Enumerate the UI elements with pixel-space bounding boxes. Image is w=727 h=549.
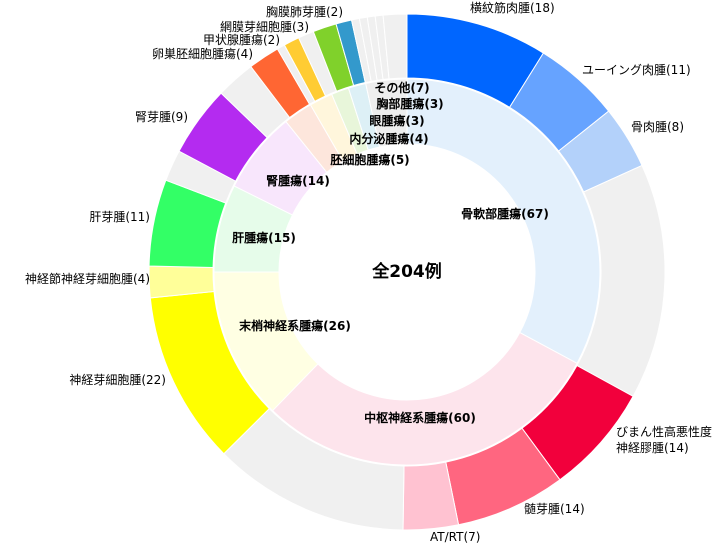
outer-label-16: 甲状腺腫瘍(2) xyxy=(203,32,280,47)
center-total-label: 全204例 xyxy=(371,261,442,282)
outer-label-19: 胸膜肺芽腫(2) xyxy=(266,4,343,19)
outer-slice-24 xyxy=(382,13,408,80)
inner-label-2: 末梢神経系腫瘍(26) xyxy=(239,318,351,333)
outer-labels: 横紋筋肉腫(18) ユーイング肉腫(11) 骨肉腫(8) びまん性高悪性度神経膠腫(1… xyxy=(25,0,712,544)
outer-ring xyxy=(148,13,666,531)
outer-label-4: びまん性高悪性度神経膠腫(14) xyxy=(616,424,712,455)
outer-label-8: 神経芽細胞腫(22) xyxy=(69,373,166,387)
inner-label-0: 骨軟部腫瘍(67) xyxy=(461,206,549,221)
outer-label-0: 横紋筋肉腫(18) xyxy=(470,0,555,15)
inner-label-3: 肝腫瘍(15) xyxy=(232,230,296,245)
outer-label-5: 髄芽腫(14) xyxy=(524,501,585,516)
inner-ring xyxy=(213,78,601,466)
outer-label-1: ユーイング肉腫(11) xyxy=(582,63,691,77)
inner-label-7: 眼腫瘍(3) xyxy=(369,113,424,128)
inner-label-8: 胸部腫瘍(3) xyxy=(376,96,443,111)
inner-slice-1 xyxy=(271,331,578,466)
inner-label-6: 内分泌腫瘍(4) xyxy=(349,131,428,146)
outer-label-2: 骨肉腫(8) xyxy=(631,120,684,134)
inner-label-9: その他(7) xyxy=(374,80,429,95)
inner-label-1: 中枢神経系腫瘍(60) xyxy=(364,410,476,425)
inner-slice-9 xyxy=(365,78,408,148)
outer-label-14: 卵巣胚細胞腫瘍(4) xyxy=(152,46,253,61)
inner-labels: 骨軟部腫瘍(67) 中枢神経系腫瘍(60) 末梢神経系腫瘍(26) 肝腫瘍(15) 腎腫… xyxy=(232,80,549,425)
inner-label-5: 胚細胞腫瘍(5) xyxy=(330,152,409,167)
outer-label-10: 肝芽腫(11) xyxy=(89,210,150,224)
outer-label-18: 網膜芽細胞腫(3) xyxy=(220,20,309,34)
outer-label-9: 神経節神経芽細胞腫(4) xyxy=(25,271,150,286)
outer-label-6: AT/RT(7) xyxy=(430,530,480,544)
inner-slice-0 xyxy=(406,78,601,364)
inner-label-4: 腎腫瘍(14) xyxy=(266,173,330,188)
outer-label-12: 腎芽腫(9) xyxy=(135,110,188,124)
